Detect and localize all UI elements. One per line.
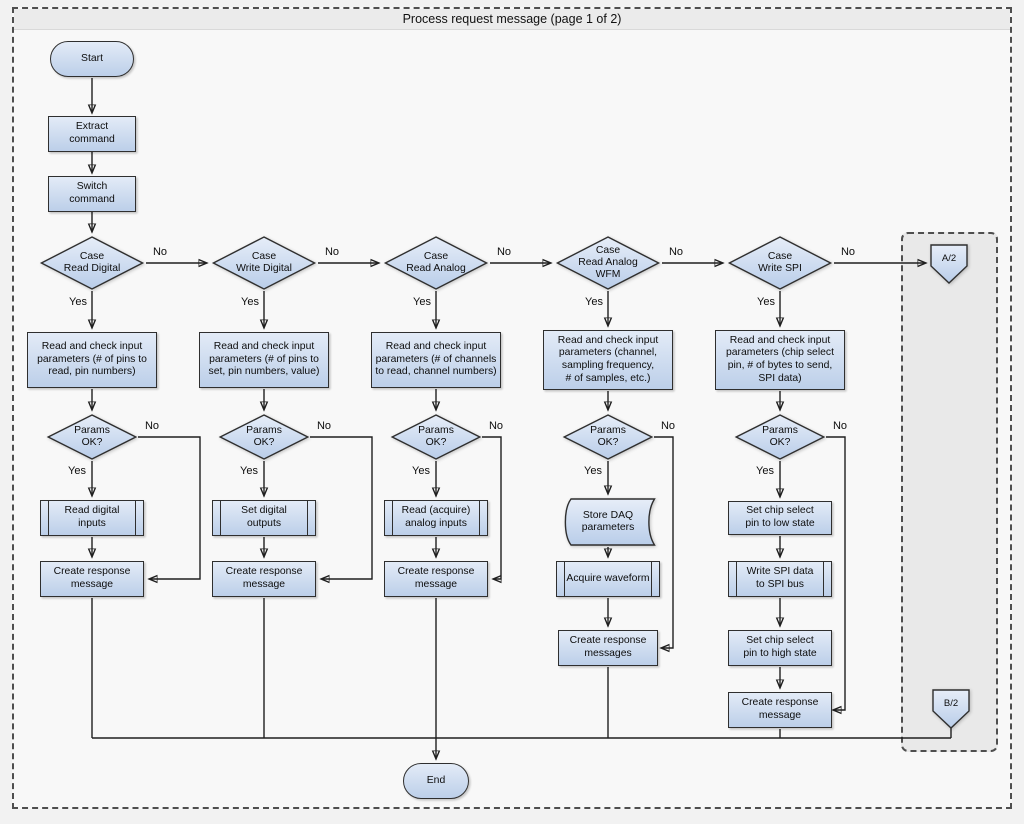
set-chip-select-high-step: Set chip select pin to high state: [728, 630, 832, 666]
read-check-params-step: Read and check input parameters (# of ch…: [371, 332, 501, 388]
subroutine-label: Set digital outputs: [241, 505, 287, 529]
subroutine-bar: [220, 501, 221, 535]
subroutine-label: Acquire waveform: [566, 572, 650, 584]
subroutine-bar: [307, 501, 308, 535]
subroutine-label: Read digital inputs: [64, 505, 120, 529]
params-ok-decision: Params OK?: [218, 414, 310, 460]
create-response-step: Create response message: [728, 692, 832, 728]
yes-label: Yes: [412, 465, 430, 477]
diamond-shape: [734, 414, 826, 460]
write-spi-data-subroutine: Write SPI data to SPI bus: [728, 561, 832, 597]
params-ok-decision: Params OK?: [46, 414, 138, 460]
extract-command-step: Extract command: [48, 116, 136, 152]
offpage-connector-label: B/2: [943, 698, 959, 710]
no-label: No: [144, 420, 160, 432]
page-title: Process request message (page 1 of 2): [14, 9, 1010, 30]
subroutine-label: Read (acquire) analog inputs: [401, 505, 471, 529]
case-write-spi-decision: Case Write SPI: [727, 236, 833, 290]
subroutine-label: Write SPI data to SPI bus: [746, 566, 814, 590]
subroutine-bar: [564, 562, 565, 596]
start-terminator: Start: [50, 41, 134, 77]
set-chip-select-low-step: Set chip select pin to low state: [728, 501, 832, 535]
offpage-connector-shape: [932, 689, 970, 729]
no-label: No: [316, 420, 332, 432]
yes-label: Yes: [757, 296, 775, 308]
params-ok-label: Params OK?: [246, 425, 282, 448]
case-read-digital-decision: Case Read Digital: [39, 236, 145, 290]
diamond-shape: [562, 414, 654, 460]
params-ok-decision: Params OK?: [734, 414, 826, 460]
read-check-params-step: Read and check input parameters (# of pi…: [27, 332, 157, 388]
case-decision-label: Case Write Digital: [236, 251, 292, 274]
no-label: No: [660, 420, 676, 432]
offpage-connector-region: [901, 232, 998, 752]
offpage-connector-shape: [930, 244, 968, 284]
end-terminator: End: [403, 763, 469, 799]
no-label: No: [152, 246, 168, 258]
offpage-connector-label: A/2: [941, 253, 957, 265]
page-dashed-border: [12, 7, 1012, 809]
read-check-params-step: Read and check input parameters (# of pi…: [199, 332, 329, 388]
case-decision-label: Case Write SPI: [758, 251, 802, 274]
params-ok-decision: Params OK?: [562, 414, 654, 460]
create-response-step: Create response message: [384, 561, 488, 597]
case-decision-label: Case Read Analog WFM: [578, 245, 638, 280]
yes-label: Yes: [69, 296, 87, 308]
yes-label: Yes: [68, 465, 86, 477]
diamond-shape: [46, 414, 138, 460]
params-ok-decision: Params OK?: [390, 414, 482, 460]
no-label: No: [832, 420, 848, 432]
subroutine-bar: [48, 501, 49, 535]
diamond-shape: [727, 236, 833, 290]
store-daq-parameters-step: Store DAQ parameters: [560, 498, 656, 546]
read-check-params-step: Read and check input parameters (channel…: [543, 330, 673, 390]
read-analog-inputs-subroutine: Read (acquire) analog inputs: [384, 500, 488, 536]
case-read-analog-decision: Case Read Analog: [383, 236, 489, 290]
diamond-shape: [383, 236, 489, 290]
params-ok-label: Params OK?: [762, 425, 798, 448]
read-digital-inputs-subroutine: Read digital inputs: [40, 500, 144, 536]
diamond-shape: [390, 414, 482, 460]
subroutine-bar: [736, 562, 737, 596]
stored-data-label: Store DAQ parameters: [581, 510, 635, 533]
yes-label: Yes: [584, 465, 602, 477]
create-response-step: Create response message: [212, 561, 316, 597]
create-response-step: Create response message: [40, 561, 144, 597]
yes-label: Yes: [240, 465, 258, 477]
no-label: No: [488, 420, 504, 432]
no-label: No: [840, 246, 856, 258]
case-write-digital-decision: Case Write Digital: [211, 236, 317, 290]
diamond-shape: [555, 236, 661, 290]
subroutine-bar: [651, 562, 652, 596]
acquire-waveform-subroutine: Acquire waveform: [556, 561, 660, 597]
diamond-shape: [218, 414, 310, 460]
no-label: No: [496, 246, 512, 258]
case-read-analog-wfm-decision: Case Read Analog WFM: [555, 236, 661, 290]
subroutine-bar: [392, 501, 393, 535]
diamond-shape: [211, 236, 317, 290]
diamond-shape: [39, 236, 145, 290]
params-ok-label: Params OK?: [590, 425, 626, 448]
yes-label: Yes: [585, 296, 603, 308]
subroutine-bar: [135, 501, 136, 535]
params-ok-label: Params OK?: [418, 425, 454, 448]
set-digital-outputs-subroutine: Set digital outputs: [212, 500, 316, 536]
subroutine-bar: [479, 501, 480, 535]
switch-command-step: Switch command: [48, 176, 136, 212]
case-decision-label: Case Read Digital: [63, 251, 121, 274]
no-label: No: [324, 246, 340, 258]
params-ok-label: Params OK?: [74, 425, 110, 448]
read-check-params-step: Read and check input parameters (chip se…: [715, 330, 845, 390]
stored-data-shape: [564, 498, 656, 546]
create-response-step: Create response messages: [558, 630, 658, 666]
yes-label: Yes: [756, 465, 774, 477]
no-label: No: [668, 246, 684, 258]
subroutine-bar: [823, 562, 824, 596]
offpage-connector-a2: A/2: [930, 244, 968, 284]
yes-label: Yes: [241, 296, 259, 308]
offpage-connector-b2: B/2: [932, 689, 970, 729]
yes-label: Yes: [413, 296, 431, 308]
case-decision-label: Case Read Analog: [406, 251, 466, 274]
